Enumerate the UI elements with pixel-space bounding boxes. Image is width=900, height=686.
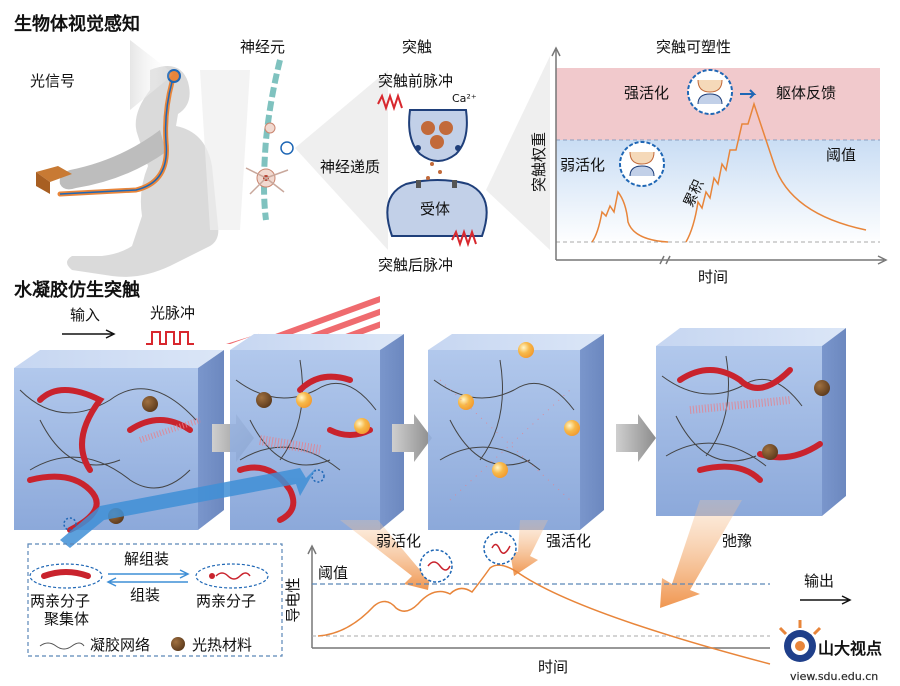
- aggregate-icon: [29, 563, 103, 589]
- presynaptic-pulse-label: 突触前脉冲: [378, 72, 453, 90]
- input-label: 输入: [70, 306, 100, 324]
- disassemble-arrow-icon: [108, 569, 190, 579]
- watermark-name: 山大视点: [818, 639, 882, 658]
- plasticity-xlabel: 时间: [698, 268, 728, 286]
- watermark-logo-icon: [778, 620, 822, 662]
- conductivity-threshold-label: 阈值: [318, 564, 348, 582]
- strong-activation-label-2: 强活化: [546, 532, 591, 550]
- synapse-illustration: [386, 109, 488, 237]
- conductivity-ylabel: 导电性: [284, 577, 302, 622]
- plasticity-chart: [551, 46, 888, 265]
- output-arrow-icon: [800, 595, 852, 605]
- strong-activation-label: 强活化: [624, 84, 669, 102]
- presynaptic-pulse-icon: [377, 92, 403, 112]
- relaxation-label: 弛豫: [722, 532, 752, 550]
- light-pulse-icon: [146, 331, 194, 345]
- assemble-label: 组装: [130, 586, 160, 604]
- photothermal-label: 光热材料: [192, 636, 252, 654]
- legend-box: [27, 543, 283, 657]
- aggregate-label-l2: 聚集体: [44, 610, 89, 628]
- neurotransmitter-label: 神经递质: [320, 158, 380, 176]
- threshold-label: 阈值: [826, 146, 856, 164]
- section1-title: 生物体视觉感知: [14, 13, 140, 35]
- orange-arrow-weak: [340, 520, 432, 590]
- light-signal-label: 光信号: [30, 72, 75, 90]
- neuron-label: 神经元: [240, 38, 285, 56]
- hydrogel-cube-2: [230, 334, 404, 530]
- hydrogel-cube-4: [656, 328, 846, 516]
- human-figure: [36, 66, 219, 277]
- weak-activation-label-2: 弱活化: [376, 532, 421, 550]
- aggregate-label-l1: 两亲分子: [30, 592, 90, 610]
- synapse-zoom-cone: [295, 70, 388, 250]
- orange-arrow-relax: [660, 500, 742, 608]
- light-beam: [130, 40, 174, 110]
- section2-title: 水凝胶仿生突触: [14, 279, 140, 301]
- hydrogel-cube-3: [428, 334, 604, 530]
- weak-activation-label: 弱活化: [560, 156, 605, 174]
- plasticity-ylabel: 突触权重: [530, 132, 548, 192]
- disassemble-label: 解组装: [124, 550, 169, 568]
- output-label: 输出: [804, 572, 834, 590]
- orange-arrow-strong: [510, 520, 548, 576]
- assemble-arrow-icon: [106, 577, 188, 587]
- light-pulse-label: 光脉冲: [150, 304, 195, 322]
- calcium-label: Ca²⁺: [452, 92, 477, 105]
- postsynaptic-pulse-label: 突触后脉冲: [378, 256, 453, 274]
- molecule-icon: [195, 563, 269, 589]
- conductivity-xlabel: 时间: [538, 658, 568, 676]
- synapse-label: 突触: [402, 38, 432, 56]
- neuron-illustration: [200, 59, 294, 230]
- conductivity-chart: [307, 531, 771, 665]
- network-label: 凝胶网络: [90, 636, 150, 654]
- photothermal-icon: [171, 637, 185, 651]
- molecule-label: 两亲分子: [196, 592, 256, 610]
- input-arrow-icon: [62, 329, 116, 339]
- plasticity-zoom-cone: [486, 56, 550, 250]
- grey-arrow-3: [616, 414, 656, 462]
- blue-arrow: [60, 468, 316, 548]
- feedback-label: 躯体反馈: [776, 84, 836, 102]
- light-stripes: [226, 296, 380, 344]
- grey-arrow-2: [392, 414, 432, 462]
- receptor-label: 受体: [420, 200, 450, 218]
- plasticity-title: 突触可塑性: [656, 38, 731, 56]
- network-icon: [39, 642, 85, 650]
- watermark-url: view.sdu.edu.cn: [790, 670, 878, 683]
- postsynaptic-pulse-icon: [451, 228, 477, 248]
